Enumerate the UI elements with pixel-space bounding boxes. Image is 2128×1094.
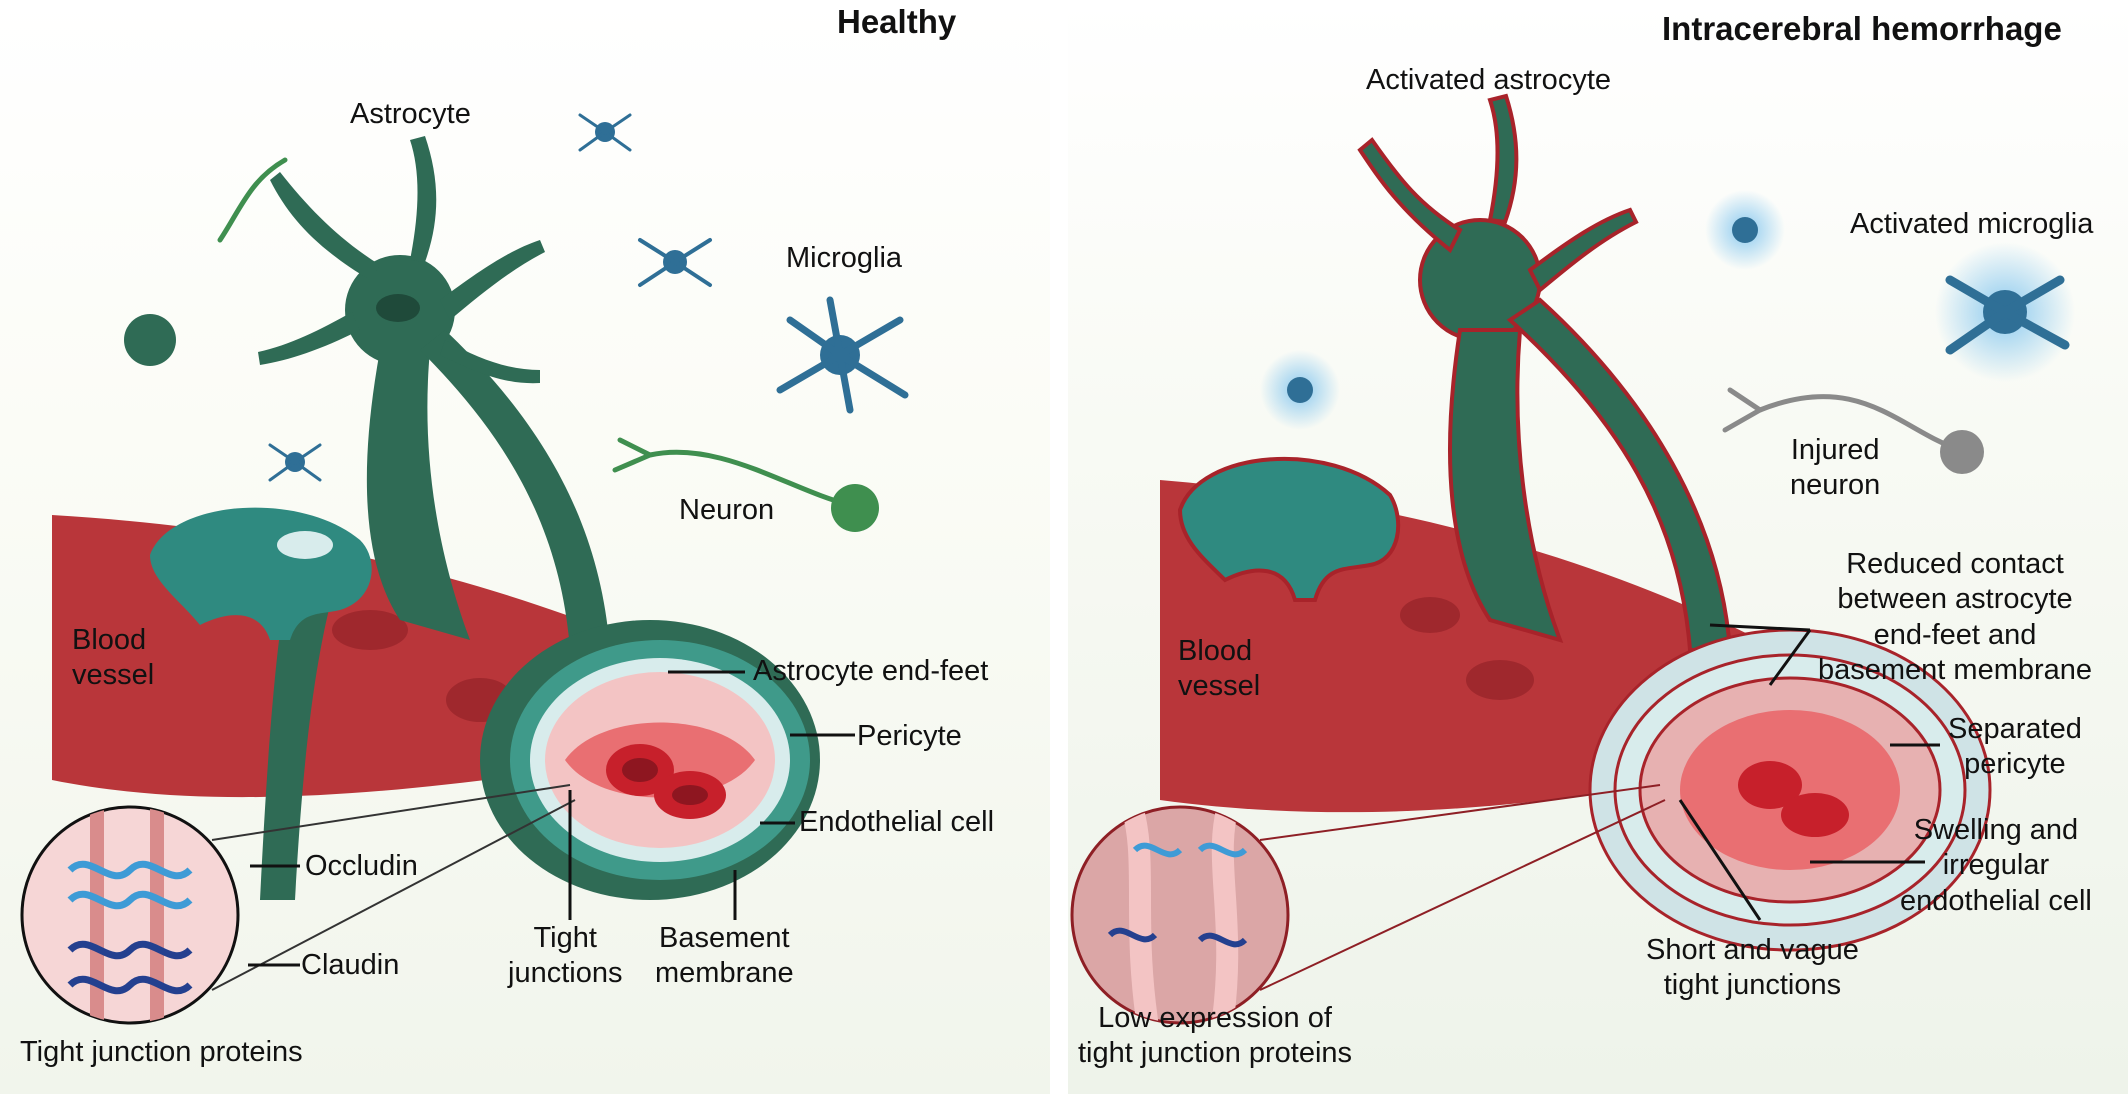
label-endothelial-cell: Endothelial cell — [799, 806, 995, 838]
ich-endfoot-shape — [1177, 456, 1401, 602]
neuron-shape — [217, 157, 853, 508]
microglia-shapes — [268, 113, 909, 482]
activated-microglia-shapes — [1260, 190, 2075, 430]
injured-neuron-shape — [1722, 387, 1963, 453]
label-blood-vessel: Blood vessel — [72, 624, 155, 692]
ich-leader-lines — [1678, 623, 1940, 921]
label-microglia: Microglia — [786, 242, 903, 274]
label-astrocyte-end-feet: Astrocyte end-feet — [753, 655, 989, 687]
label-neuron: Neuron — [679, 494, 775, 526]
label-injured-neuron: Injured neuron — [1790, 434, 1881, 502]
label-activated-microglia: Activated microglia — [1850, 208, 2094, 240]
label-claudin: Claudin — [301, 949, 400, 981]
label-occludin: Occludin — [305, 850, 418, 882]
healthy-leader-lines — [248, 670, 855, 967]
activated-astrocyte-shape — [1357, 93, 1733, 652]
healthy-illustration — [20, 113, 909, 1025]
low-expression-magnifier — [1070, 805, 1290, 1025]
ich-title: Intracerebral hemorrhage — [1662, 10, 2062, 47]
label-activated-astrocyte: Activated astrocyte — [1366, 64, 1611, 96]
ich-vessel-cross-section — [1588, 628, 1992, 952]
label-pericyte: Pericyte — [857, 720, 962, 752]
healthy-title: Healthy — [837, 3, 957, 40]
label-tight-junction-proteins: Tight junction proteins — [20, 1036, 303, 1068]
label-swelling-endothelial: Swelling and irregular endothelial cell — [1900, 814, 2092, 917]
label-reduced-contact: Reduced contact between astrocyte end-fe… — [1818, 548, 2093, 687]
label-separated-pericyte: Separated pericyte — [1948, 713, 2082, 781]
label-short-tight-junctions: Short and vague tight junctions — [1646, 934, 1859, 1002]
label-ich-blood-vessel: Blood vessel — [1178, 635, 1261, 703]
label-low-expression: Low expression of tight junction protein… — [1078, 1002, 1353, 1070]
label-tight-junctions: Tight junctions — [508, 922, 623, 990]
ich-illustration — [1070, 93, 2075, 1025]
label-astrocyte: Astrocyte — [350, 98, 471, 130]
label-basement-membrane: Basement membrane — [655, 922, 794, 990]
vessel-cross-section — [480, 620, 820, 900]
tight-junction-magnifier — [20, 805, 240, 1025]
